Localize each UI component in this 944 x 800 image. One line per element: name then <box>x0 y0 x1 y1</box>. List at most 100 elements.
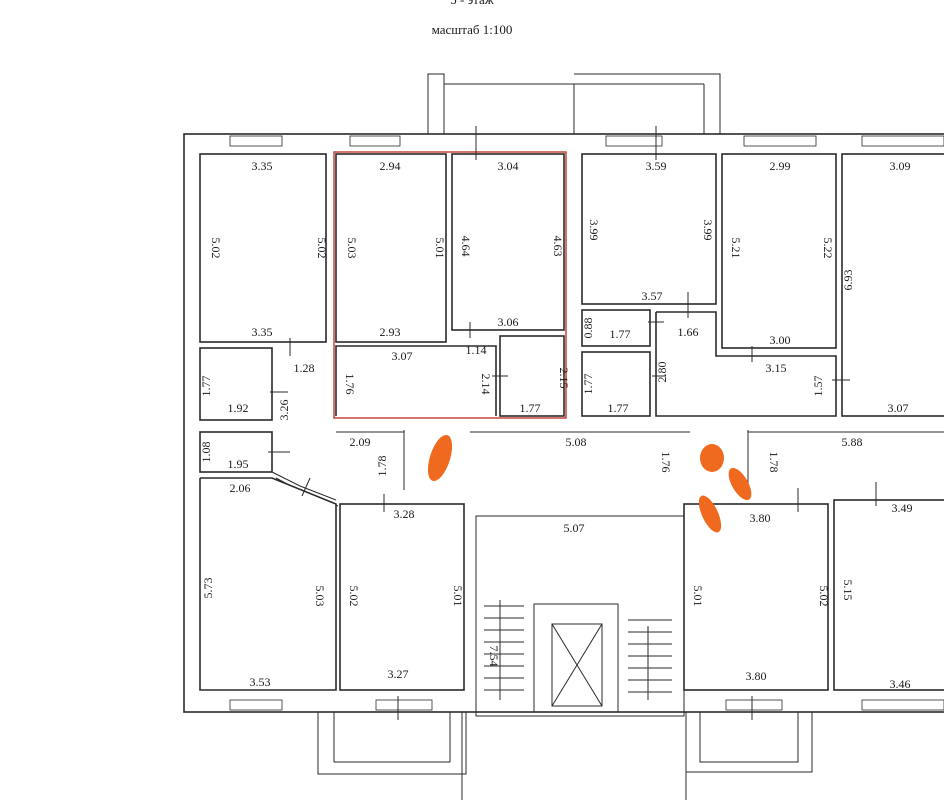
window <box>375 699 433 711</box>
room <box>499 335 565 417</box>
room <box>335 345 497 416</box>
dim-label: 2.99 <box>770 159 791 173</box>
dim-label: 5.02 <box>347 586 361 607</box>
dim-label: 3.07 <box>888 401 909 415</box>
top-balcony <box>427 73 445 134</box>
stair-hall <box>475 515 685 717</box>
top-balcony <box>574 73 721 134</box>
room <box>683 503 829 691</box>
dim-label: 1.78 <box>767 452 781 473</box>
dim-label: 3.80 <box>750 511 771 525</box>
highlighted-apartment <box>333 151 567 419</box>
dim-label: 3.00 <box>770 333 791 347</box>
dim-label: 3.35 <box>252 159 273 173</box>
dim-label: 3.15 <box>766 361 787 375</box>
window <box>349 135 401 147</box>
dim-label: 5.07 <box>564 521 585 535</box>
dim-label: 3.06 <box>498 315 519 329</box>
room <box>841 153 944 417</box>
room <box>451 153 565 331</box>
room <box>833 499 944 691</box>
dim-label: 1.77 <box>610 327 631 341</box>
dim-label: 1.76 <box>343 374 357 395</box>
dim-label: 5.02 <box>315 238 329 259</box>
window <box>725 699 783 711</box>
dim-label: 3.99 <box>587 220 601 241</box>
dim-label: 3.80 <box>746 669 767 683</box>
dim-label: 2.15 <box>557 368 571 389</box>
dim-label: 3.49 <box>892 501 913 515</box>
room <box>199 347 273 421</box>
window <box>229 135 283 147</box>
dim-label: 2.06 <box>230 481 251 495</box>
room <box>581 351 651 417</box>
bottom-balcony <box>685 712 813 773</box>
room <box>199 477 337 691</box>
dim-label: 5.02 <box>209 238 223 259</box>
dim-label: 2.14 <box>479 374 493 395</box>
dim-label: 2.94 <box>380 159 401 173</box>
dim-label: 1.92 <box>228 401 249 415</box>
dim-label: 1.95 <box>228 457 249 471</box>
dim-label: 3.04 <box>498 159 519 173</box>
dim-label: 3.07 <box>392 349 413 363</box>
bottom-balcony <box>317 712 467 775</box>
floor-label: 5 - этаж <box>0 0 944 8</box>
dim-label: 5.21 <box>729 238 743 259</box>
dim-label: 4.63 <box>551 236 565 257</box>
bottom-balcony <box>333 712 451 763</box>
dim-label: 5.22 <box>821 238 835 259</box>
window <box>605 135 663 147</box>
bottom-balcony <box>699 712 799 763</box>
orange-marker <box>698 495 722 533</box>
window <box>743 135 817 147</box>
dim-label: 3.53 <box>250 675 271 689</box>
dim-label: 3.46 <box>890 677 911 691</box>
room <box>655 311 837 417</box>
dim-label: 3.99 <box>701 220 715 241</box>
dim-label: 1.08 <box>199 442 213 463</box>
window <box>861 135 944 147</box>
dim-label: 5.88 <box>842 435 863 449</box>
dim-label: 1.77 <box>199 376 213 397</box>
dim-label: 4.64 <box>459 236 473 257</box>
dim-label: 5.15 <box>841 580 855 601</box>
dim-label: 5.03 <box>313 586 327 607</box>
lift-shaft <box>533 603 619 713</box>
lift-cross <box>551 623 603 707</box>
dim-label: 5.73 <box>201 578 215 599</box>
stair-right <box>628 619 672 700</box>
dim-label: 3.26 <box>277 400 291 421</box>
dim-label: 1.77 <box>520 401 541 415</box>
dim-label: 7.54 <box>487 646 501 667</box>
dim-label: 1.76 <box>659 452 673 473</box>
dim-label: 2.09 <box>350 435 371 449</box>
window <box>861 699 944 711</box>
dim-label: 0.88 <box>581 318 595 339</box>
dim-label: 6.93 <box>841 270 855 291</box>
orange-marker <box>700 444 724 472</box>
dim-label: 1.14 <box>466 343 487 357</box>
dim-label: 3.35 <box>252 325 273 339</box>
dim-label: 3.57 <box>642 289 663 303</box>
orange-marker <box>728 467 752 501</box>
room <box>581 153 717 305</box>
dim-label: 5.02 <box>817 586 831 607</box>
dim-label: 5.01 <box>691 586 705 607</box>
room <box>581 309 651 347</box>
dim-label: 5.08 <box>566 435 587 449</box>
dim-label: 1.77 <box>581 374 595 395</box>
dim-label: 1.28 <box>294 361 315 375</box>
room <box>199 431 273 473</box>
orange-marker <box>427 434 453 482</box>
stair-left <box>484 600 524 700</box>
dim-label: 2.93 <box>380 325 401 339</box>
corridor-wall <box>271 471 337 501</box>
dim-label: 5.01 <box>451 586 465 607</box>
dim-label: 3.59 <box>646 159 667 173</box>
dim-label: 5.03 <box>345 238 359 259</box>
top-balcony <box>444 83 575 134</box>
room <box>339 503 465 691</box>
room <box>721 153 837 349</box>
